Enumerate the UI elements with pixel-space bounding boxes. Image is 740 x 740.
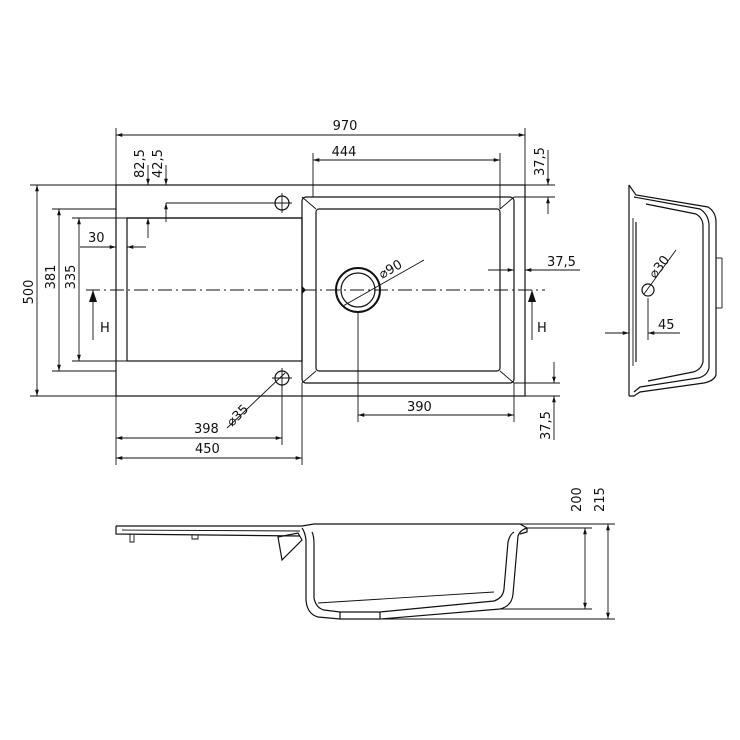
dim-390: 390 xyxy=(407,400,432,415)
section-waste-outlet xyxy=(641,283,655,297)
drainer-panel xyxy=(126,217,303,362)
dim-398: 398 xyxy=(194,422,219,437)
dim-335: 335 xyxy=(64,265,79,290)
sink-outline xyxy=(115,184,526,397)
dim-37-5-bottom: 37,5 xyxy=(539,411,554,440)
dim-diameter-30: ⌀30 xyxy=(646,253,673,281)
side-section-view: ⌀30 45 xyxy=(605,184,723,397)
dim-970: 970 xyxy=(333,119,358,134)
dim-444: 444 xyxy=(332,145,357,160)
dim-42-5: 42,5 xyxy=(151,149,166,178)
section-label-right: H xyxy=(537,321,547,336)
dim-200: 200 xyxy=(570,487,585,512)
plan-view: H H 970 444 37,5 82,5 42,5 xyxy=(22,119,580,465)
front-section-view: 200 215 xyxy=(115,487,615,620)
dim-381: 381 xyxy=(44,265,59,290)
dim-45: 45 xyxy=(658,318,675,333)
dim-37-5-side: 37,5 xyxy=(547,255,576,270)
dim-215: 215 xyxy=(593,487,608,512)
dim-500: 500 xyxy=(22,280,37,305)
section-marker-right: H xyxy=(528,290,547,340)
dim-82-5: 82,5 xyxy=(133,149,148,178)
section-label-left: H xyxy=(100,321,110,336)
section-marker-left: H xyxy=(89,290,110,340)
dim-450: 450 xyxy=(195,442,220,457)
dim-diameter-35: ⌀35 xyxy=(224,402,252,430)
dim-37-5-top: 37,5 xyxy=(533,147,548,176)
dim-30: 30 xyxy=(88,231,105,246)
